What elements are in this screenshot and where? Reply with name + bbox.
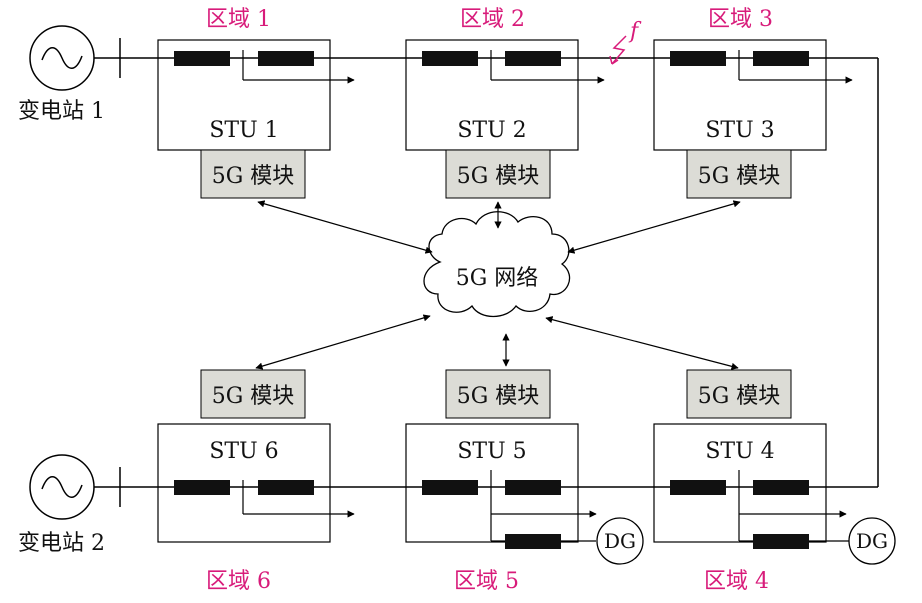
breaker-icon bbox=[753, 480, 809, 495]
region-6: 5G 模块 STU 6 区域 6 bbox=[157, 369, 355, 594]
5g-module bbox=[200, 149, 306, 199]
lightning-icon bbox=[611, 35, 627, 65]
cloud-icon bbox=[423, 211, 571, 318]
breaker-icon bbox=[174, 51, 230, 66]
substation-2: 变电站 2 bbox=[18, 454, 121, 556]
5g-module-label: 5G 模块 bbox=[212, 164, 295, 189]
5g-module-label: 5G 模块 bbox=[698, 384, 781, 409]
link-6 bbox=[255, 314, 431, 370]
breaker-icon bbox=[505, 534, 561, 549]
breaker-icon bbox=[258, 480, 314, 495]
stu-label: STU 6 bbox=[209, 439, 278, 464]
5g-module-label: 5G 模块 bbox=[212, 384, 295, 409]
dg-label: DG bbox=[856, 529, 888, 553]
5g-module bbox=[200, 369, 306, 419]
fault-label: f bbox=[628, 19, 642, 44]
region-5: 5G 模块 STU 5 DG 区域 5 bbox=[405, 369, 644, 594]
dg-label: DG bbox=[604, 529, 636, 553]
link-3 bbox=[567, 200, 741, 254]
region-4: 5G 模块 STU 4 DG 区域 4 bbox=[653, 369, 896, 594]
breaker-icon bbox=[505, 480, 561, 495]
breaker-icon bbox=[174, 480, 230, 495]
substation-1: 变电站 1 bbox=[18, 25, 121, 124]
5g-module bbox=[686, 149, 792, 199]
5g-module-label: 5G 模块 bbox=[457, 164, 540, 189]
5g-module-label: 5G 模块 bbox=[457, 384, 540, 409]
dg-icon bbox=[848, 517, 896, 565]
region-label: 区域 1 bbox=[206, 7, 271, 32]
breaker-icon bbox=[670, 480, 726, 495]
substation-2-label: 变电站 2 bbox=[18, 531, 105, 556]
region-label: 区域 6 bbox=[206, 569, 271, 594]
region-3: 区域 3 STU 3 5G 模块 bbox=[653, 7, 853, 199]
sine-wave-icon bbox=[41, 476, 83, 498]
stu-label: STU 2 bbox=[457, 118, 526, 143]
5g-module bbox=[686, 369, 792, 419]
stu-label: STU 4 bbox=[705, 439, 774, 464]
stu-label: STU 3 bbox=[705, 118, 774, 143]
5g-network: 5G 网络 bbox=[423, 211, 571, 318]
region-2: 区域 2 STU 2 5G 模块 bbox=[405, 7, 605, 199]
link-4 bbox=[545, 316, 739, 370]
stu-label: STU 1 bbox=[209, 118, 278, 143]
network-label: 5G 网络 bbox=[456, 266, 539, 291]
5g-module-label: 5G 模块 bbox=[698, 164, 781, 189]
breaker-icon bbox=[753, 534, 809, 549]
stu-label: STU 5 bbox=[457, 439, 526, 464]
breaker-icon bbox=[670, 51, 726, 66]
5g-module bbox=[445, 369, 551, 419]
region-1: 区域 1 STU 1 5G 模块 bbox=[157, 7, 355, 199]
breaker-icon bbox=[422, 480, 478, 495]
5g-module bbox=[445, 149, 551, 199]
substation-1-label: 变电站 1 bbox=[18, 99, 105, 124]
region-label: 区域 5 bbox=[454, 569, 519, 594]
region-label: 区域 3 bbox=[708, 7, 773, 32]
dg-icon bbox=[596, 517, 644, 565]
breaker-icon bbox=[505, 51, 561, 66]
region-label: 区域 4 bbox=[704, 569, 769, 594]
breaker-icon bbox=[258, 51, 314, 66]
comm-links bbox=[255, 200, 741, 370]
link-1 bbox=[257, 200, 433, 254]
sine-wave-icon bbox=[41, 47, 83, 69]
breaker-icon bbox=[753, 51, 809, 66]
breaker-icon bbox=[422, 51, 478, 66]
region-label: 区域 2 bbox=[460, 7, 525, 32]
